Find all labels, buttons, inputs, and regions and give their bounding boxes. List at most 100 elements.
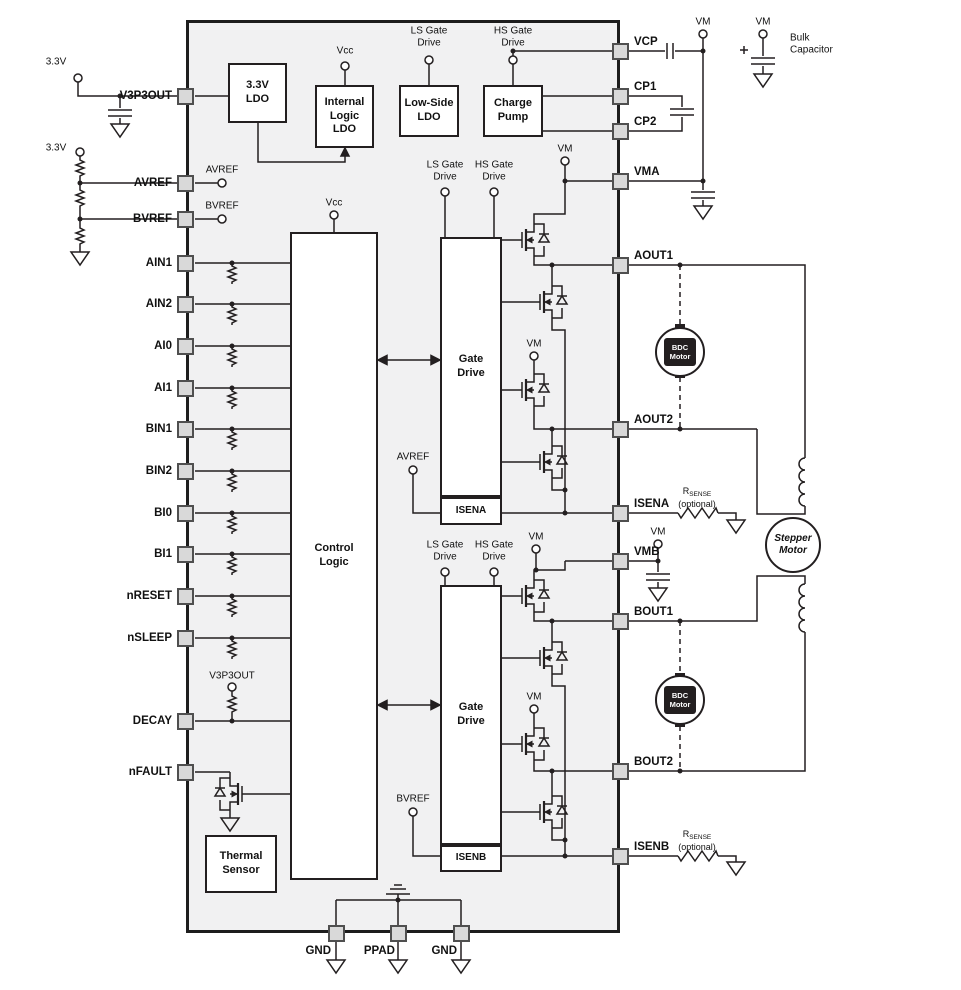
pin-isenb xyxy=(612,847,629,865)
label-vm-right-1: VM xyxy=(695,16,711,28)
label-hs-gate-drive-b: HS Gate Drive xyxy=(474,539,514,563)
pin-ain1 xyxy=(177,254,194,272)
motor-symbols xyxy=(655,324,821,727)
label-vm-bridge-b: VM xyxy=(526,691,542,703)
label-rsense-a-optional: (optional) xyxy=(678,498,716,509)
pin-label-bi1: BI1 xyxy=(154,548,172,560)
pin-label-aout1: AOUT1 xyxy=(634,250,673,262)
label-rsense-a: RSENSE xyxy=(683,486,712,498)
label-vm-bridge-b-top: VM xyxy=(528,531,544,543)
pin-label-bin2: BIN2 xyxy=(145,465,172,477)
pin-label-cp2: CP2 xyxy=(634,116,657,128)
label-vcc-control-logic: Vcc xyxy=(325,197,343,209)
pin-ppad xyxy=(389,925,407,942)
pin-nsleep xyxy=(177,629,194,647)
junction-dots xyxy=(77,48,706,903)
pin-label-avref: AVREF xyxy=(133,177,172,189)
wires-solid xyxy=(73,38,806,960)
label-ls-gate-drive-b: LS Gate Drive xyxy=(426,539,464,563)
pin-label-ain1: AIN1 xyxy=(145,257,172,269)
pin-bin2 xyxy=(177,462,194,480)
pin-label-bvref: BVREF xyxy=(133,213,172,225)
pin-aout2 xyxy=(612,420,629,438)
rsense-b-sub: SENSE xyxy=(689,833,712,841)
pin-avref xyxy=(177,174,194,192)
pin-vma xyxy=(612,172,629,190)
label-avref-internal: AVREF xyxy=(205,164,239,176)
label-bulk-capacitor: Bulk Capacitor xyxy=(790,32,833,56)
label-3v3-divider: 3.3V xyxy=(45,142,67,154)
pin-label-ai1: AI1 xyxy=(154,382,172,394)
label-stepper-motor: Stepper Motor xyxy=(774,533,812,556)
label-vcc-top: Vcc xyxy=(336,45,354,57)
label-ls-gate-drive-top: LS Gate Drive xyxy=(410,25,448,49)
pin-vmb xyxy=(612,552,629,570)
block-gate-drive-a: Gate Drive xyxy=(440,237,502,497)
pin-label-ai0: AI0 xyxy=(154,340,172,352)
rsense-a-r: R xyxy=(682,485,690,496)
pin-ain2 xyxy=(177,295,194,313)
label-ls-gate-drive-a: LS Gate Drive xyxy=(426,159,464,183)
block-thermal-sensor: Thermal Sensor xyxy=(205,835,277,893)
pin-bi0 xyxy=(177,504,194,522)
pin-label-v3p3out: V3P3OUT xyxy=(119,90,172,102)
pin-aout1 xyxy=(612,256,629,274)
pin-label-bout2: BOUT2 xyxy=(634,756,673,768)
pin-label-cp1: CP1 xyxy=(634,81,657,93)
pin-vcp xyxy=(612,42,629,60)
pin-cp2 xyxy=(612,122,629,140)
pin-ai1 xyxy=(177,379,194,397)
label-bdc-motor-a: BDC Motor xyxy=(669,343,691,361)
pin-label-gnd-2: GND xyxy=(431,945,457,957)
pin-label-nsleep: nSLEEP xyxy=(127,632,172,644)
pin-cp1 xyxy=(612,87,629,105)
block-internal-logic-ldo: Internal Logic LDO xyxy=(315,85,374,148)
pin-gnd-1 xyxy=(327,925,345,942)
label-hs-gate-drive-top: HS Gate Drive xyxy=(493,25,533,49)
label-vm-vmb: VM xyxy=(650,526,666,538)
label-vm-right-2: VM xyxy=(755,16,771,28)
pin-label-bin1: BIN1 xyxy=(145,423,172,435)
pin-label-vmb: VMB xyxy=(634,546,660,558)
pin-label-bi0: BI0 xyxy=(154,507,172,519)
pin-label-ppad: PPAD xyxy=(363,945,395,957)
pin-bout2 xyxy=(612,762,629,780)
pin-label-nreset: nRESET xyxy=(126,590,172,602)
block-3v3-ldo: 3.3V LDO xyxy=(228,63,287,123)
pin-nreset xyxy=(177,587,194,605)
pin-label-vma: VMA xyxy=(634,166,660,178)
label-bvref-isenb: BVREF xyxy=(396,793,430,805)
pin-bin1 xyxy=(177,420,194,438)
pin-bvref xyxy=(177,210,194,228)
pin-decay xyxy=(177,712,194,730)
pin-bout1 xyxy=(612,612,629,630)
rsense-a-sub: SENSE xyxy=(689,490,712,498)
block-isenb: ISENB xyxy=(440,845,502,872)
ground-symbols xyxy=(70,73,773,974)
pin-ai0 xyxy=(177,337,194,355)
pin-label-isenb: ISENB xyxy=(634,841,670,853)
label-vm-vma: VM xyxy=(557,143,573,155)
label-bvref-internal: BVREF xyxy=(205,200,239,212)
label-avref-isena: AVREF xyxy=(396,451,430,463)
pin-v3p3out xyxy=(177,87,194,105)
label-vm-bridge-a: VM xyxy=(526,338,542,350)
block-gate-drive-b: Gate Drive xyxy=(440,585,502,845)
bus-arrows xyxy=(339,146,442,711)
label-hs-gate-drive-a: HS Gate Drive xyxy=(474,159,514,183)
label-bdc-motor-b: BDC Motor xyxy=(669,691,691,709)
terminal-circles xyxy=(73,29,768,817)
pin-label-bout1: BOUT1 xyxy=(634,606,673,618)
block-low-side-ldo: Low-Side LDO xyxy=(399,85,459,137)
block-isena: ISENA xyxy=(440,497,502,525)
pin-label-vcp: VCP xyxy=(634,36,658,48)
hbridge-mosfets xyxy=(213,216,569,836)
pin-label-aout2: AOUT2 xyxy=(634,414,673,426)
label-3v3-top: 3.3V xyxy=(45,56,67,68)
pin-label-ain2: AIN2 xyxy=(145,298,172,310)
pin-isena xyxy=(612,504,629,522)
pin-nfault xyxy=(177,763,194,781)
block-control-logic: Control Logic xyxy=(290,232,378,880)
